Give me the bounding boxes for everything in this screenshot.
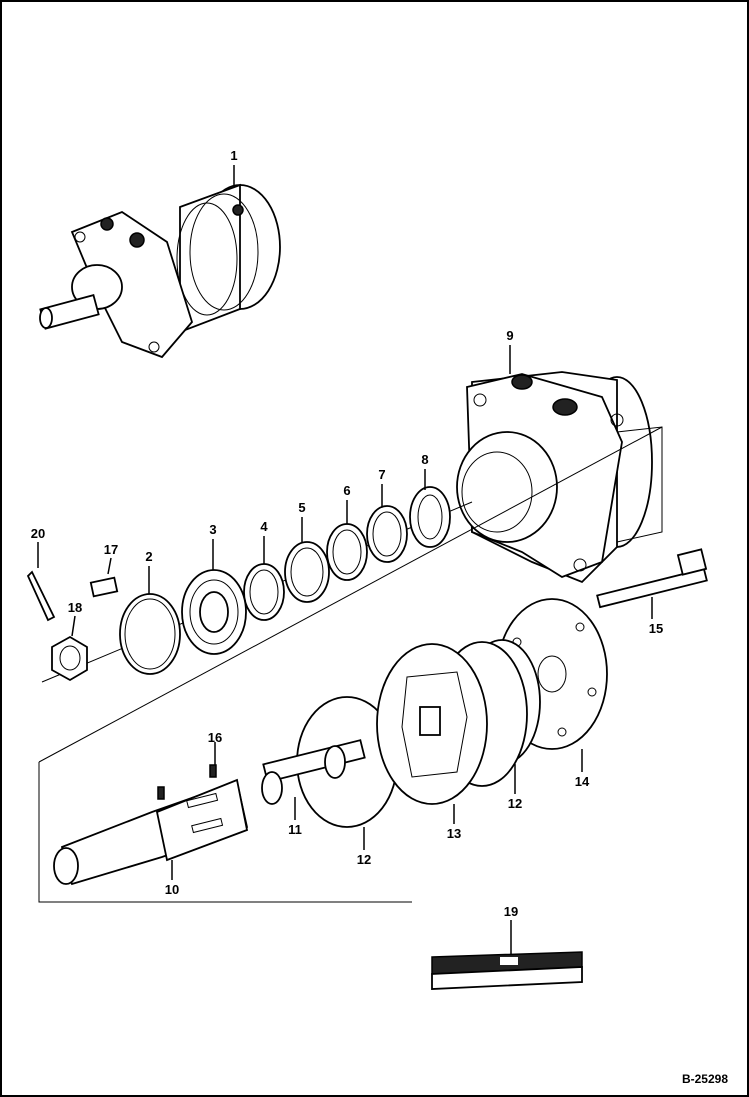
callout-20: 20 — [31, 526, 45, 541]
pin-16b — [209, 764, 217, 778]
gerotor-13 — [376, 641, 528, 805]
pin-16a — [157, 786, 165, 800]
callout-1: 1 — [230, 148, 237, 163]
seal-kit-19 — [431, 951, 583, 990]
callout-19: 19 — [504, 904, 518, 919]
motor-assembly-illustration — [39, 183, 281, 359]
reference-code: B-25298 — [682, 1072, 728, 1086]
snap-ring-2 — [119, 593, 181, 675]
castle-nut-18 — [51, 635, 88, 682]
callout-13: 13 — [447, 826, 461, 841]
drive-11 — [261, 739, 366, 805]
motor-housing-illustration — [456, 371, 663, 584]
callout-12-upper: 12 — [508, 796, 522, 811]
callout-2: 2 — [145, 549, 152, 564]
callout-16: 16 — [208, 730, 222, 745]
callout-17: 17 — [104, 542, 118, 557]
callout-10: 10 — [165, 882, 179, 897]
callout-7: 7 — [378, 467, 385, 482]
callout-12-lower: 12 — [357, 852, 371, 867]
callout-11: 11 — [288, 822, 302, 837]
ring-7 — [366, 505, 408, 563]
seal-ring-8 — [409, 486, 451, 548]
bolt-15 — [596, 548, 708, 609]
shaft-10 — [53, 778, 249, 886]
ring-5 — [284, 541, 330, 603]
bearing-3 — [181, 569, 247, 655]
callout-18: 18 — [68, 600, 82, 615]
callout-6: 6 — [343, 483, 350, 498]
callout-5: 5 — [298, 500, 305, 515]
callout-4: 4 — [260, 519, 268, 534]
key-17 — [89, 576, 119, 598]
callout-14: 14 — [575, 774, 590, 789]
callout-15: 15 — [649, 621, 663, 636]
callout-9: 9 — [506, 328, 513, 343]
callout-3: 3 — [209, 522, 216, 537]
callout-8: 8 — [421, 452, 428, 467]
cotter-pin-20 — [26, 570, 56, 622]
